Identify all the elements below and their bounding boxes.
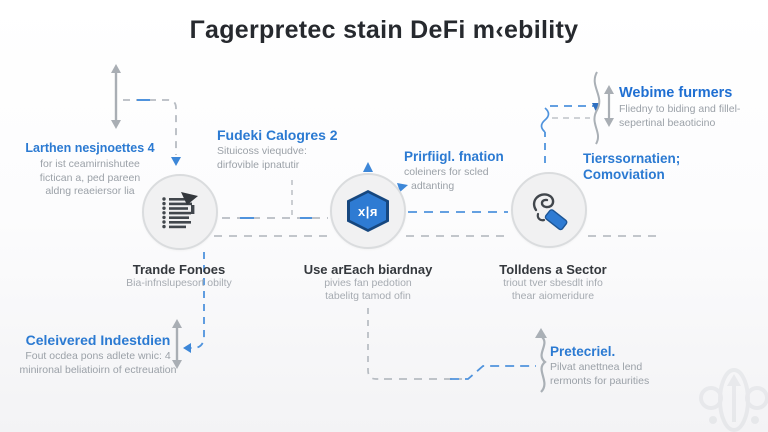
- annotation-prirfiigl: Prirfiigl. fnation coleiners for scled a…: [404, 149, 554, 193]
- annotation-line: Situicoss viequdve:: [217, 145, 307, 157]
- annotation-heading: Tierssornatien; Comoviation: [583, 151, 681, 182]
- annotation-heading: Prirfiigl. fnation: [404, 149, 504, 164]
- annotation-line: sepertinal beaoticino: [619, 116, 716, 129]
- arrowhead-into-node1: [171, 157, 181, 166]
- blue-dashed-step-bottom: [450, 365, 536, 380]
- node-subcaption: pivies fan pedotion: [324, 277, 412, 289]
- node-subcaption: Bia-infnslupesort obilty: [126, 277, 232, 289]
- hexagon-inner: x|я: [350, 193, 386, 229]
- node-caption: Use arEach biardnay: [303, 262, 433, 277]
- annotation-line: Fout ocdea pons adlete wnic: 4: [25, 350, 171, 362]
- node1-caption-block: Trande Fonoes Bia-infnslupesort obilty: [98, 262, 260, 290]
- hexagon-label: x|я: [358, 203, 378, 219]
- annotation-line: fictican a, ped pareen: [39, 171, 141, 184]
- annotation-line: Fliedny to biding and fillel-: [619, 103, 741, 115]
- blue-squiggle-node3: [540, 107, 550, 133]
- annotation-line: for ist ceamirnishutee: [40, 158, 140, 170]
- brace-bottom-right: [535, 328, 547, 393]
- annotation-heading: Pretecriel.: [550, 344, 616, 359]
- node-subcaption: triout tver sbesdlt info: [503, 277, 603, 289]
- node-subcaption: tabelitg tamod ofin: [325, 290, 411, 302]
- annotation-line: minironal beliatioirn of ectreuation: [19, 363, 177, 376]
- node-subcaption: thear aiomeridure: [511, 290, 595, 302]
- annotation-line: coleiners for scled: [404, 166, 489, 178]
- node-caption: Trande Fonoes: [132, 262, 226, 277]
- annotation-heading: Celeivered Indestdien: [25, 332, 171, 348]
- annotation-line: dirfovible ipnatutir: [217, 158, 300, 171]
- node3-caption-block: Tolldens a Sector triout tver sbesdlt in…: [463, 262, 643, 303]
- annotation-tierssornatien: Tierssornatien; Comoviation: [583, 151, 701, 185]
- annotation-line: adtanting: [411, 179, 455, 192]
- annotation-heading: Fudeki Calogres 2: [217, 127, 338, 143]
- annotation-line: rermonts for paurities: [550, 374, 650, 387]
- node3-circle: [511, 172, 587, 248]
- annotation-line: Pilvat anettnea lend: [550, 361, 643, 373]
- annotation-heading: Webime furmers: [619, 85, 733, 101]
- arrowhead-topright: [592, 103, 600, 112]
- annotation-webime: Webime furmers Fliedny to biding and fil…: [619, 86, 765, 130]
- annotation-line: aldng reaeiersor lia: [45, 185, 135, 197]
- annotation-heading: Larthen nesjnoettes 4: [25, 141, 155, 155]
- document-list-icon: [162, 192, 198, 229]
- tag-swirl-icon: [532, 193, 568, 231]
- annotation-fudeki: Fudeki Calogres 2 Situicoss viequdve: di…: [217, 128, 392, 172]
- node-caption: Tolldens a Sector: [499, 262, 607, 277]
- node1-circle: [142, 174, 218, 250]
- annotation-larthen: Larthen nesjnoettes 4 for ist ceamirnish…: [14, 141, 166, 199]
- watermark-emblem: [699, 368, 768, 432]
- hexagon-transform-icon: x|я: [347, 190, 389, 232]
- page-title: Γagerpretec stain DeFi m‹ebility: [189, 16, 579, 44]
- annotation-pretecriel: Pretecriel. Pilvat anettnea lend rermont…: [550, 344, 700, 388]
- node2-circle: x|я: [330, 173, 406, 249]
- annotation-celeivered: Celeivered Indestdien Fout ocdea pons ad…: [6, 333, 190, 377]
- gray-scurve-topright: [593, 71, 601, 145]
- double-arrow-top-right: [604, 85, 614, 127]
- node2-caption-block: Use arEach biardnay pivies fan pedotion …: [277, 262, 459, 303]
- double-arrow-top-left: [111, 64, 121, 129]
- gray-dashed-elbow-below-node2: [367, 308, 382, 380]
